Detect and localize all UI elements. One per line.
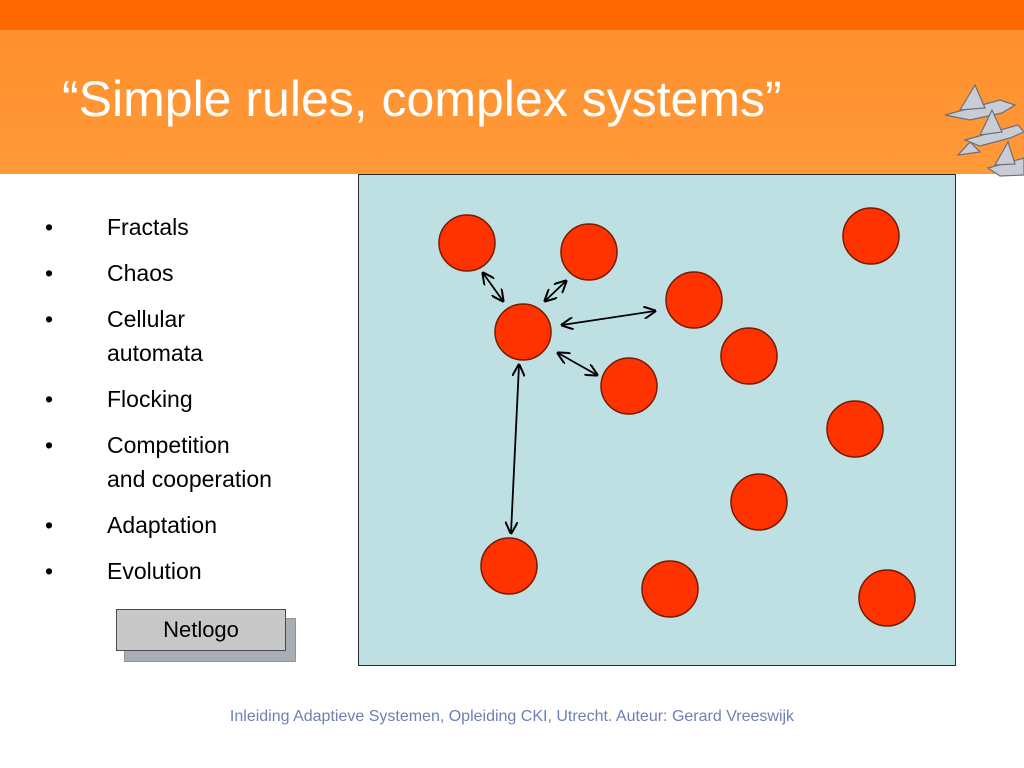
agent-circle <box>438 214 496 272</box>
bullet-dot: • <box>45 558 54 584</box>
bullet-text: Chaos <box>107 260 174 286</box>
interaction-arrow <box>483 273 503 301</box>
agent-circle <box>600 357 658 415</box>
bullet-item-cellular-automata: • Cellular automata <box>40 302 340 370</box>
bullet-list: • Fractals • Chaos • Cellular automata •… <box>40 210 340 600</box>
bullet-item-competition-cooperation: • Competition and cooperation <box>40 428 340 496</box>
bullet-text: Fractals <box>107 214 189 240</box>
agent-circle <box>720 327 778 385</box>
agent-circle <box>560 223 618 281</box>
bullet-dot: • <box>45 512 54 538</box>
bullet-text-line-1: Cellular <box>107 306 185 332</box>
bullet-text-line-2: automata <box>107 340 203 366</box>
slide-title: “Simple rules, complex systems” <box>62 71 782 127</box>
interaction-arrow <box>558 353 597 375</box>
bullet-dot: • <box>45 306 54 332</box>
bullet-item-chaos: • Chaos <box>40 256 340 290</box>
agent-circle <box>842 207 900 265</box>
agent-circle-central <box>494 303 552 361</box>
agent-circle <box>826 400 884 458</box>
bullet-item-fractals: • Fractals <box>40 210 340 244</box>
bullet-item-flocking: • Flocking <box>40 382 340 416</box>
slide-header: “Simple rules, complex systems” <box>0 30 1024 174</box>
interaction-arrow <box>545 281 566 301</box>
bullet-text: Evolution <box>107 558 202 584</box>
agent-diagram-canvas <box>438 207 916 627</box>
flying-fish-logo <box>944 83 1024 177</box>
bullet-item-evolution: • Evolution <box>40 554 340 588</box>
bullet-text: Flocking <box>107 386 193 412</box>
bullet-text-line-2: and cooperation <box>107 466 272 492</box>
agent-circle <box>480 537 538 595</box>
netlogo-button[interactable]: Netlogo <box>116 609 286 651</box>
interaction-arrow <box>562 311 655 325</box>
bullet-dot: • <box>45 432 54 458</box>
bullet-text-line-1: Competition <box>107 432 230 458</box>
bullet-dot: • <box>45 260 54 286</box>
agent-circle <box>858 569 916 627</box>
bullet-dot: • <box>45 386 54 412</box>
top-accent-bar <box>0 0 1024 30</box>
interaction-arrow <box>511 365 519 533</box>
bullet-dot: • <box>45 214 54 240</box>
bullet-item-adaptation: • Adaptation <box>40 508 340 542</box>
agent-circle <box>665 271 723 329</box>
bullet-text: Adaptation <box>107 512 217 538</box>
agent-circle <box>730 473 788 531</box>
agent-circle <box>641 560 699 618</box>
slide-footer: Inleiding Adaptieve Systemen, Opleiding … <box>229 708 795 725</box>
agent-simulation-diagram <box>358 174 956 666</box>
